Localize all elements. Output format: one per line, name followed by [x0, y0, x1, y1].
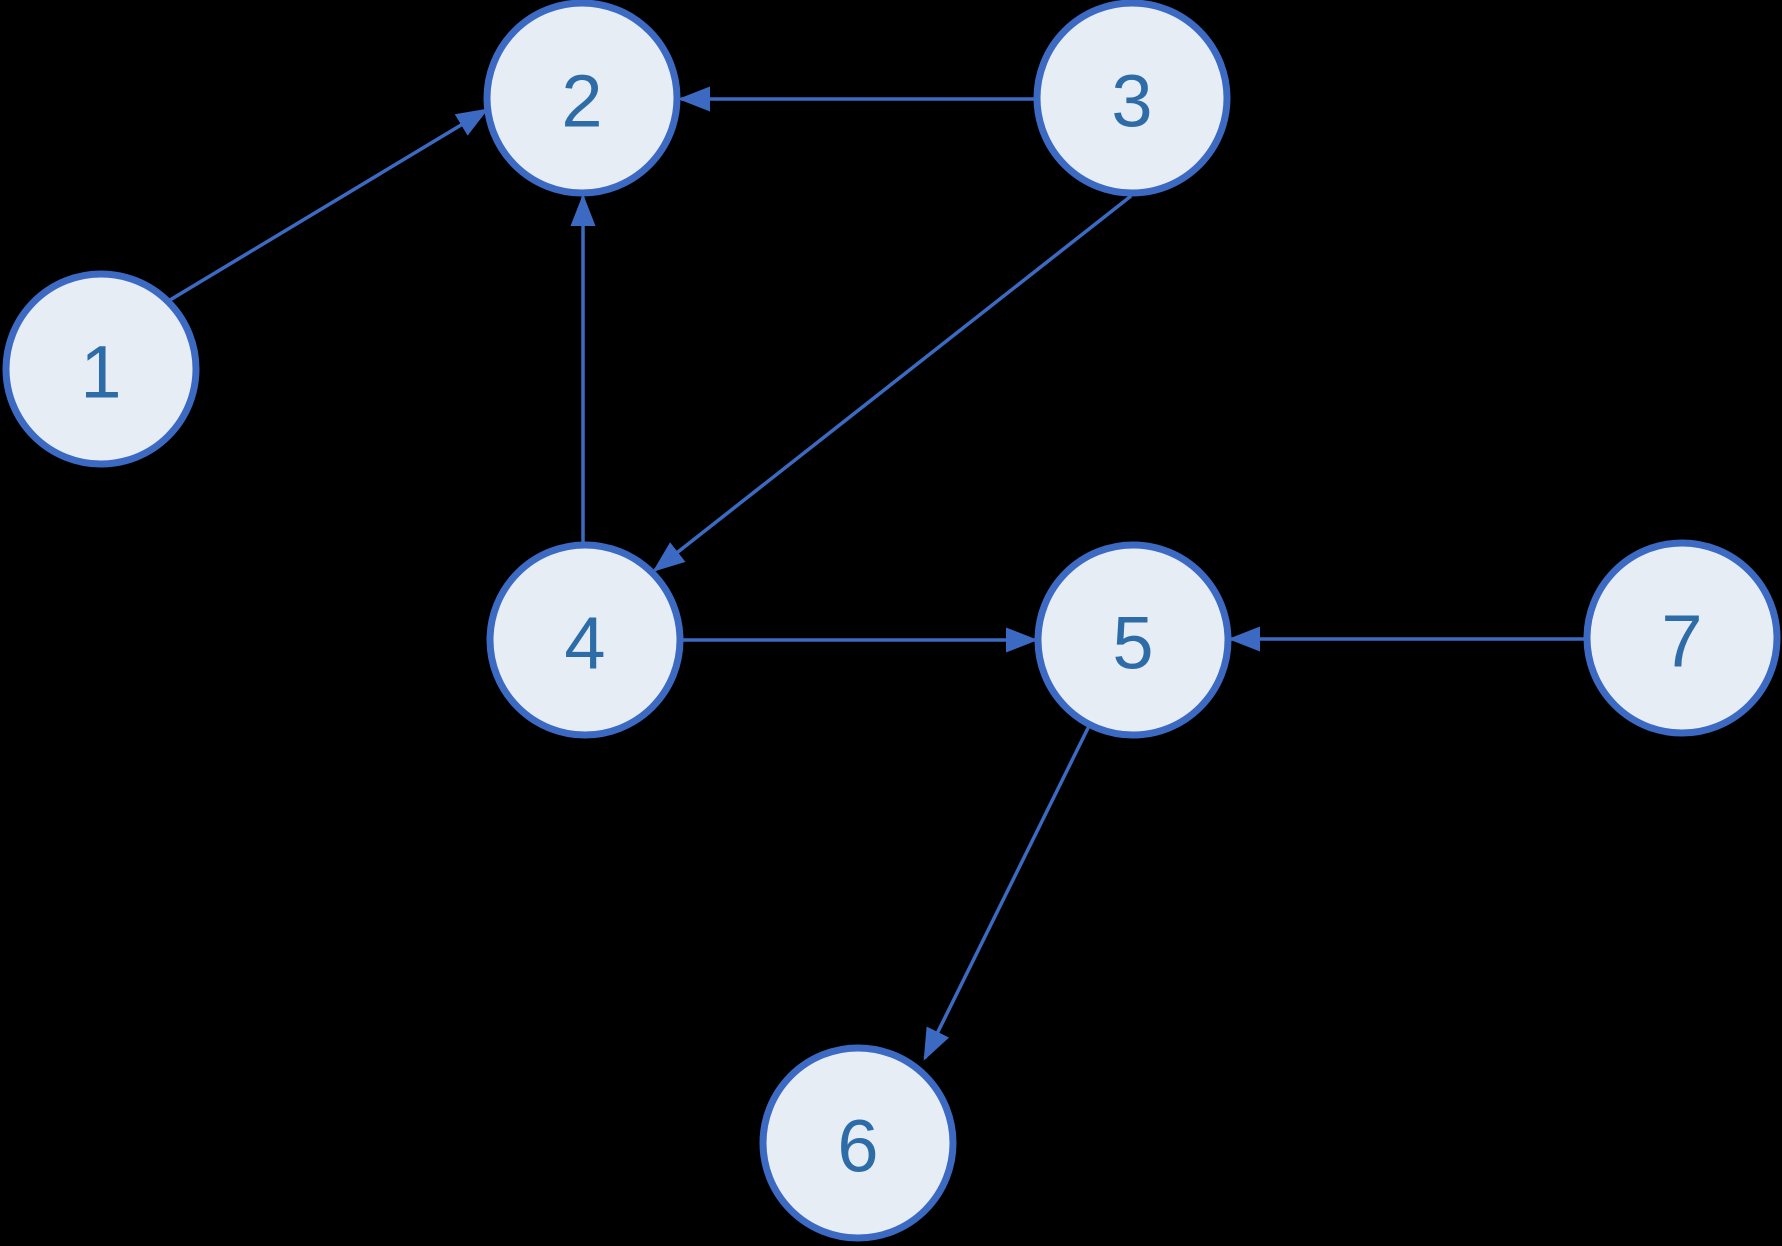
node-label-3: 3 — [1111, 60, 1152, 143]
graph-node-4: 4 — [486, 541, 684, 739]
node-circle-5 — [1034, 541, 1232, 739]
node-circle-2 — [483, 0, 681, 197]
node-circle-1 — [2, 270, 200, 468]
edges-layer — [169, 86, 1586, 1061]
node-label-6: 6 — [837, 1105, 878, 1188]
edge-3-to-4 — [652, 194, 1133, 572]
graph-node-6: 6 — [759, 1044, 957, 1242]
node-circle-6 — [759, 1044, 957, 1242]
edge-1-to-2 — [169, 108, 489, 302]
node-circle-4 — [486, 541, 684, 739]
graph-node-5: 5 — [1034, 541, 1232, 739]
node-label-7: 7 — [1661, 600, 1702, 683]
node-label-1: 1 — [80, 331, 121, 414]
graph-node-7: 7 — [1583, 539, 1781, 737]
node-label-4: 4 — [564, 602, 605, 685]
node-label-2: 2 — [561, 60, 602, 143]
node-circle-3 — [1033, 0, 1231, 197]
node-circle-7 — [1583, 539, 1781, 737]
node-label-5: 5 — [1112, 602, 1153, 685]
graph-node-3: 3 — [1033, 0, 1231, 197]
edge-5-to-6 — [923, 723, 1092, 1061]
graph-node-2: 2 — [483, 0, 681, 197]
graph-node-1: 1 — [2, 270, 200, 468]
